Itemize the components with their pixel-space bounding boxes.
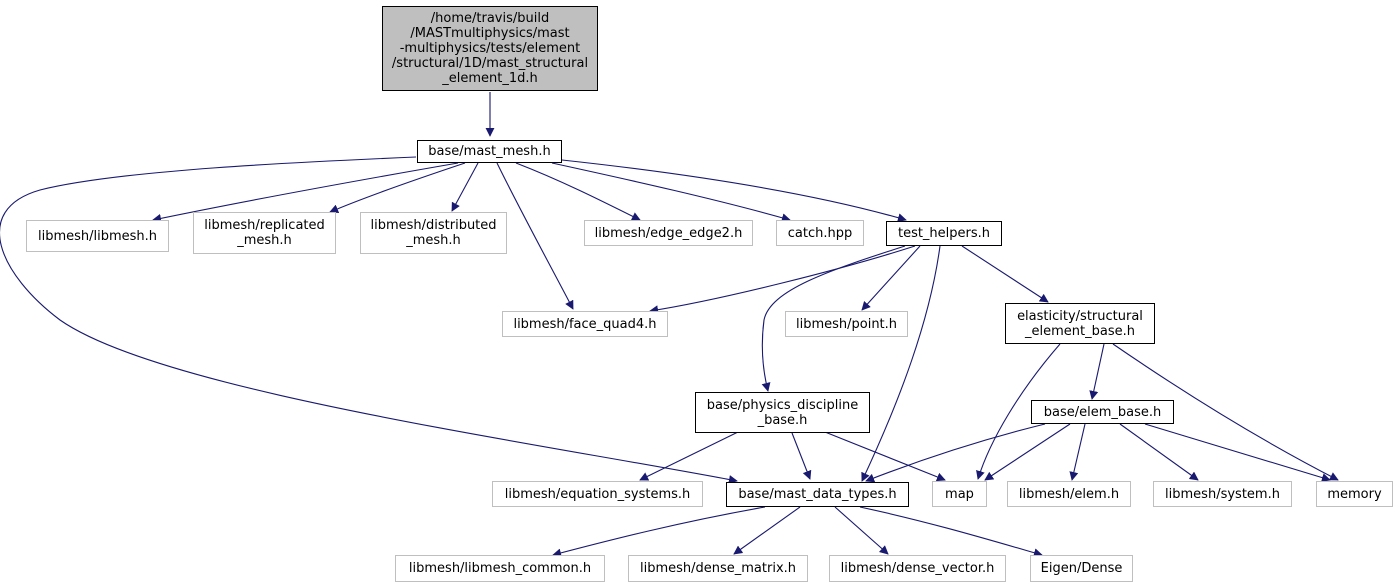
node-root-file: /home/travis/build /MASTmultiphysics/mas… (382, 6, 598, 91)
edge-mast-mesh-to-mast-data-types (0, 156, 738, 484)
node-eigen-dense-label: Eigen/Dense (1040, 561, 1123, 576)
node-libmesh-elem: libmesh/elem.h (1007, 481, 1131, 507)
edge-mast-mesh-to-face-quad4 (496, 162, 574, 310)
node-libmesh-system-label: libmesh/system.h (1165, 486, 1280, 502)
edge-elem-base-to-map (984, 423, 1071, 481)
node-libmesh-libmesh-common-label: libmesh/libmesh_common.h (408, 561, 592, 576)
node-libmesh-replicated-mesh-label: libmesh/replicated _mesh.h (204, 218, 325, 248)
node-catch-hpp-label: catch.hpp (787, 225, 853, 241)
node-libmesh-edge-edge2: libmesh/edge_edge2.h (584, 220, 753, 246)
node-libmesh-libmesh-label: libmesh/libmesh.h (37, 228, 158, 244)
node-base-physics-discipline-base[interactable]: base/physics_discipline _base.h (695, 392, 870, 433)
edge-mast-mesh-to-test-helpers (561, 159, 907, 223)
node-map-label: map (945, 486, 974, 502)
node-libmesh-system: libmesh/system.h (1153, 481, 1292, 507)
node-base-physics-discipline-base-label: base/physics_discipline _base.h (706, 397, 859, 428)
node-eigen-dense: Eigen/Dense (1030, 555, 1133, 582)
edge-mast-data-types-to-dense-matrix (733, 506, 801, 555)
edge-elem-base-to-memory (1144, 423, 1331, 482)
node-libmesh-edge-edge2-label: libmesh/edge_edge2.h (594, 225, 743, 241)
edge-mast-mesh-to-replicated-mesh (329, 162, 466, 213)
node-libmesh-point: libmesh/point.h (785, 311, 908, 337)
edge-test-helpers-to-face-quad4 (649, 245, 916, 315)
edge-mast-mesh-to-distributed-mesh (451, 162, 479, 212)
edge-elem-base-to-libmesh-system (1119, 423, 1199, 481)
edge-mast-mesh-to-libmesh (152, 162, 459, 223)
edge-test-helpers-to-point (861, 245, 921, 311)
node-libmesh-equation-systems-label: libmesh/equation_systems.h (504, 486, 691, 502)
edge-mast-mesh-to-edge-edge2 (515, 162, 641, 221)
node-test-helpers[interactable]: test_helpers.h (886, 221, 1002, 246)
edge-elem-base-to-mast-data-types (865, 423, 1046, 483)
node-test-helpers-label: test_helpers.h (897, 226, 991, 241)
edge-physics-discipline-base-to-mast-data-types (791, 432, 812, 480)
node-base-mast-data-types[interactable]: base/mast_data_types.h (726, 482, 909, 507)
node-base-mast-mesh[interactable]: base/mast_mesh.h (417, 140, 562, 163)
edge-structural-element-base-to-memory (1112, 343, 1339, 481)
edge-mast-data-types-to-dense-vector (834, 506, 889, 555)
node-elasticity-structural-element-base-label: elasticity/structural _element_base.h (1017, 308, 1143, 339)
edge-test-helpers-to-mast-data-types (861, 245, 941, 482)
node-libmesh-libmesh-common: libmesh/libmesh_common.h (395, 555, 605, 582)
node-libmesh-face-quad4-label: libmesh/face_quad4.h (513, 316, 657, 332)
edge-structural-element-base-to-map (976, 343, 1061, 480)
node-libmesh-equation-systems: libmesh/equation_systems.h (492, 481, 703, 507)
edge-test-helpers-to-structural-element-base (961, 245, 1049, 303)
edge-mast-data-types-to-libmesh-common (552, 506, 766, 558)
node-root-file-label: /home/travis/build /MASTmultiphysics/mas… (391, 11, 589, 86)
node-base-elem-base[interactable]: base/elem_base.h (1031, 400, 1174, 424)
node-memory-label: memory (1327, 486, 1382, 502)
node-catch-hpp: catch.hpp (776, 220, 864, 246)
node-memory: memory (1316, 481, 1393, 507)
node-libmesh-distributed-mesh-label: libmesh/distributed _mesh.h (370, 218, 497, 248)
edge-test-helpers-to-physics-discipline-base (761, 245, 906, 392)
node-libmesh-dense-matrix-label: libmesh/dense_matrix.h (639, 561, 797, 576)
edge-mast-mesh-to-catch (551, 162, 791, 223)
edge-physics-discipline-base-to-map (824, 431, 946, 482)
edge-structural-element-base-to-elem-base (1089, 343, 1105, 400)
node-base-mast-mesh-label: base/mast_mesh.h (428, 144, 551, 159)
node-libmesh-dense-matrix: libmesh/dense_matrix.h (628, 555, 808, 582)
node-base-elem-base-label: base/elem_base.h (1043, 404, 1162, 420)
node-libmesh-face-quad4: libmesh/face_quad4.h (502, 311, 668, 337)
node-libmesh-distributed-mesh: libmesh/distributed _mesh.h (360, 212, 507, 254)
node-elasticity-structural-element-base[interactable]: elasticity/structural _element_base.h (1005, 303, 1155, 344)
edge-elem-base-to-libmesh-elem (1069, 423, 1086, 481)
node-libmesh-dense-vector: libmesh/dense_vector.h (829, 555, 1006, 582)
node-libmesh-elem-label: libmesh/elem.h (1018, 486, 1120, 502)
node-libmesh-dense-vector-label: libmesh/dense_vector.h (840, 561, 995, 576)
node-libmesh-replicated-mesh: libmesh/replicated _mesh.h (193, 212, 336, 254)
edge-mast-data-types-to-eigen-dense (859, 506, 1043, 558)
node-libmesh-point-label: libmesh/point.h (795, 316, 898, 332)
node-libmesh-libmesh: libmesh/libmesh.h (26, 220, 169, 252)
node-map: map (932, 481, 987, 507)
node-base-mast-data-types-label: base/mast_data_types.h (738, 487, 897, 502)
edge-physics-discipline-base-to-equation-systems (639, 431, 739, 481)
